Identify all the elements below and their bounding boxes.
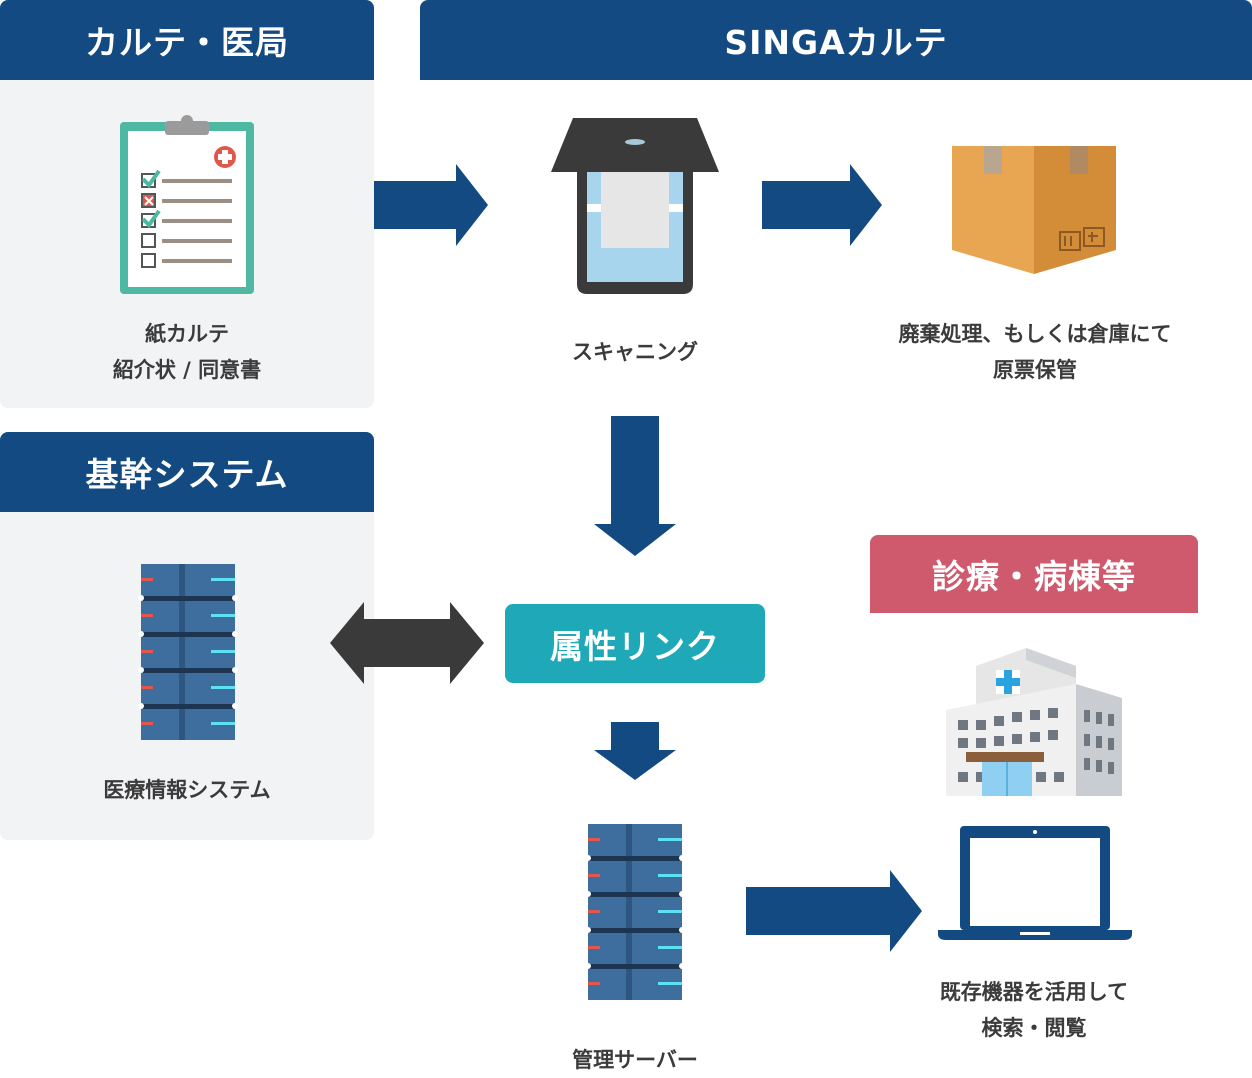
shinryo-title: 診療・病棟等 (870, 535, 1198, 613)
hospital-icon (946, 648, 1122, 796)
laptop-icon (938, 826, 1132, 940)
scanning-label: スキャニング (572, 340, 698, 364)
cardboard-box-icon (952, 146, 1116, 274)
arrow-right-2 (762, 164, 882, 246)
attribute-link-box: 属性リンク (505, 604, 765, 683)
medical-info-label: 医療情報システム (103, 778, 271, 802)
scanner-icon (551, 118, 719, 294)
arrow-right-1 (374, 164, 488, 246)
kikan-system-title: 基幹システム (0, 432, 374, 512)
singa-karte-title: SINGAカルテ (420, 0, 1252, 80)
existing-devices-label: 既存機器を活用して 検索・閲覧 (939, 980, 1129, 1040)
clipboard-icon (120, 115, 254, 294)
arrow-down-1 (594, 416, 676, 556)
disposal-label: 廃棄処理、もしくは倉庫にて 原票保管 (898, 322, 1172, 382)
server-icon (138, 564, 238, 740)
arrow-right-3 (746, 870, 922, 952)
server-icon (585, 824, 685, 1000)
kikan-system-panel: 基幹システム (0, 432, 374, 840)
karte-ikyoku-title: カルテ・医局 (0, 0, 374, 80)
arrow-down-2 (594, 722, 676, 780)
double-arrow (330, 602, 484, 684)
karte-ikyoku-panel: カルテ・医局 (0, 0, 374, 408)
paper-karte-label: 紙カルテ 紹介状 / 同意書 (112, 322, 262, 382)
management-server-label: 管理サーバー (572, 1048, 698, 1072)
